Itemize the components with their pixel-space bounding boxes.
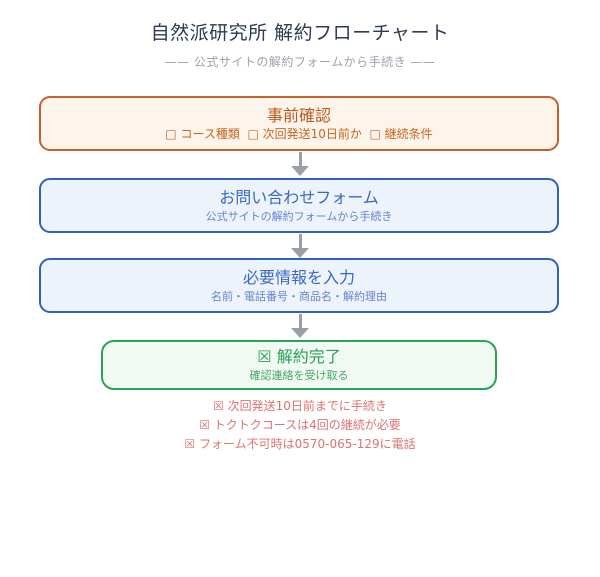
step-title: 事前確認 (266, 105, 331, 125)
step-subtitle: 公式サイトの解約フォームから手続き (205, 209, 393, 223)
step-subtitle: 名前・電話番号・商品名・解約理由 (211, 289, 387, 303)
arrow-stem (298, 152, 302, 166)
step-checklist: □ コース種類 □ 次回発送10日前か □ 継続条件 (165, 126, 433, 141)
flow-step-complete: ☒ 解約完了 確認連絡を受け取る (101, 340, 497, 390)
flow-step-contact-form: お問い合わせフォーム 公式サイトの解約フォームから手続き (39, 178, 559, 233)
step-title: ☒ 解約完了 (257, 347, 341, 366)
page-subtitle: —— 公式サイトの解約フォームから手続き —— (164, 55, 436, 69)
down-arrow-icon (0, 314, 600, 338)
down-arrow-icon (0, 152, 600, 176)
step-title: 必要情報を入力 (242, 267, 355, 287)
step-title: お問い合わせフォーム (219, 187, 379, 207)
arrow-stem (298, 234, 302, 248)
step-subtitle: 確認連絡を受け取る (249, 369, 349, 382)
flow-step-precheck: 事前確認 □ コース種類 □ 次回発送10日前か □ 継続条件 (39, 96, 559, 151)
page-title: 自然派研究所 解約フローチャート (150, 22, 450, 44)
arrow-stem (298, 314, 302, 328)
arrow-head (291, 328, 309, 338)
note-deadline: ☒ 次回発送10日前までに手続き (213, 399, 387, 413)
warning-notes: ☒ 次回発送10日前までに手続き ☒ トクトクコースは4回の継続が必要 ☒ フォ… (0, 397, 600, 454)
arrow-head (291, 248, 309, 258)
note-course-requirement: ☒ トクトクコースは4回の継続が必要 (199, 418, 401, 432)
note-phone-fallback: ☒ フォーム不可時は0570-065-129に電話 (184, 437, 416, 451)
flow-step-enter-info: 必要情報を入力 名前・電話番号・商品名・解約理由 (39, 258, 559, 313)
down-arrow-icon (0, 234, 600, 258)
arrow-head (291, 166, 309, 176)
